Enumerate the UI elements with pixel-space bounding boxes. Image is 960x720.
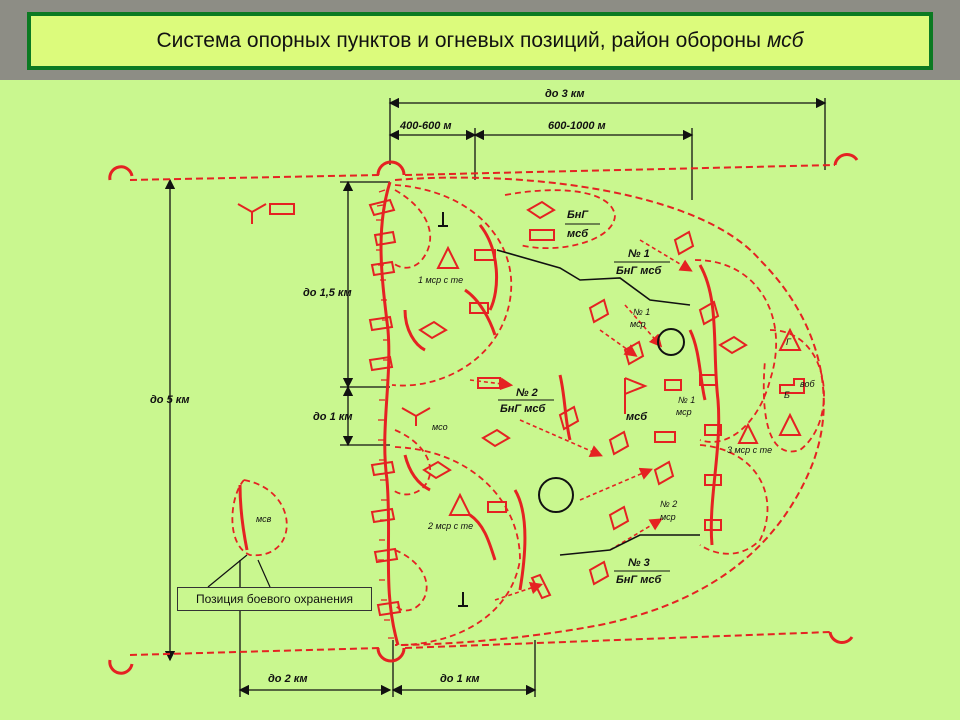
label-n1: № 1: [628, 248, 650, 260]
callout-leaders: [207, 554, 271, 588]
label-msr3-te: 3 мср с те: [727, 445, 772, 455]
dim-total-depth: до 3 км: [545, 88, 584, 100]
circle-markers: [538, 328, 685, 513]
label-vob: воб: [800, 379, 816, 389]
label-msr2-te: 2 мср с те: [427, 521, 473, 531]
label-n1-msr: № 1: [633, 307, 650, 317]
label-b: Б: [784, 390, 790, 400]
outpost-callout: Позиция боевого охранения: [177, 587, 372, 611]
page-title-suffix: мсб: [767, 29, 804, 52]
dim-rear-gap: до 1 км: [440, 673, 479, 685]
command-post-circle: [657, 328, 685, 356]
trench-arcs: [238, 224, 707, 591]
label-n1-msr-right: № 1: [678, 395, 695, 405]
title-bar: Система опорных пунктов и огневых позици…: [27, 12, 933, 70]
barrier-symbols: [438, 212, 468, 607]
label-bng-msb-1: БнГ мсб: [616, 265, 662, 277]
label-msb-center: мсб: [626, 411, 648, 423]
label-n2: № 2: [516, 387, 538, 399]
label-bng: БнГ: [567, 209, 589, 221]
label-msr-right: мср: [676, 407, 692, 417]
label-mso: мсо: [432, 422, 448, 432]
reserve-circle: [538, 477, 574, 513]
label-mse: мсв: [256, 514, 272, 524]
company-strongpoints: [231, 184, 825, 646]
label-n3: № 3: [628, 557, 650, 569]
diagram-panel: [0, 80, 960, 720]
label-bng-msb-3: БнГ мсб: [616, 574, 662, 586]
dim-company-front: до 1,5 км: [303, 287, 352, 299]
route-line: [496, 249, 700, 556]
label-msr1-te: 1 мср с те: [418, 275, 463, 285]
label-n2-msr: № 2: [660, 499, 677, 509]
dim-second-depth: 600-1000 м: [548, 120, 606, 132]
front-trench-hatch: [375, 189, 394, 639]
dim-outpost-distance: до 2 км: [268, 673, 307, 685]
dim-front-width: до 5 км: [150, 394, 189, 406]
label-bng-msb-2: БнГ мсб: [500, 403, 546, 415]
label-msb-top: мсб: [567, 228, 589, 240]
dimension-top: [388, 97, 827, 200]
front-trench: [379, 181, 400, 646]
label-msr-2: мср: [660, 512, 676, 522]
weapon-symbols: [269, 198, 748, 617]
battalion-boundary: [129, 164, 836, 656]
dimension-bottom: [238, 560, 537, 697]
flank-hooks: [108, 153, 859, 675]
label-g: Г: [786, 337, 792, 347]
label-msr-1: мср: [630, 319, 646, 329]
dim-first-depth: 400-600 м: [399, 120, 452, 132]
dim-gap: до 1 км: [313, 411, 352, 423]
fire-arrows: [469, 239, 693, 601]
page-title: Система опорных пунктов и огневых позици…: [156, 29, 762, 52]
triangle-markers: [237, 203, 805, 516]
dimension-left: [164, 178, 390, 662]
